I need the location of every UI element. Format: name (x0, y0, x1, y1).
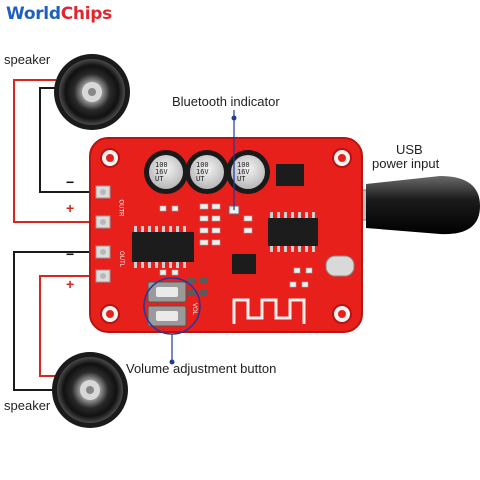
callout-lines (143, 110, 237, 365)
minus-marker-top: − (66, 174, 75, 190)
speaker-bottom-label: speaker (4, 398, 51, 413)
capacitors (144, 150, 270, 194)
plus-marker-top: + (66, 200, 75, 216)
pcb-board (89, 137, 363, 333)
speaker-top-label: speaker (4, 52, 51, 67)
vol-label: VOL (191, 302, 198, 316)
bottom-speaker-wires (13, 251, 96, 391)
usb-label-line1: USB (396, 142, 423, 157)
brand-logo: WorldChips (6, 4, 112, 24)
speaker-bottom-image (52, 352, 128, 428)
speaker-top-image (54, 54, 130, 130)
bluetooth-indicator-label: Bluetooth indicator (172, 94, 280, 109)
volume-button-label: Volume adjustment button (126, 361, 277, 376)
top-speaker-wires (13, 79, 96, 223)
plus-marker-bottom: + (66, 276, 75, 292)
minus-marker-bottom: − (66, 246, 75, 262)
outl-label: OUTL (118, 250, 125, 268)
usb-label-line2: power input (372, 156, 440, 171)
outr-label: OUTR (117, 199, 124, 217)
volume-buttons (147, 281, 187, 327)
